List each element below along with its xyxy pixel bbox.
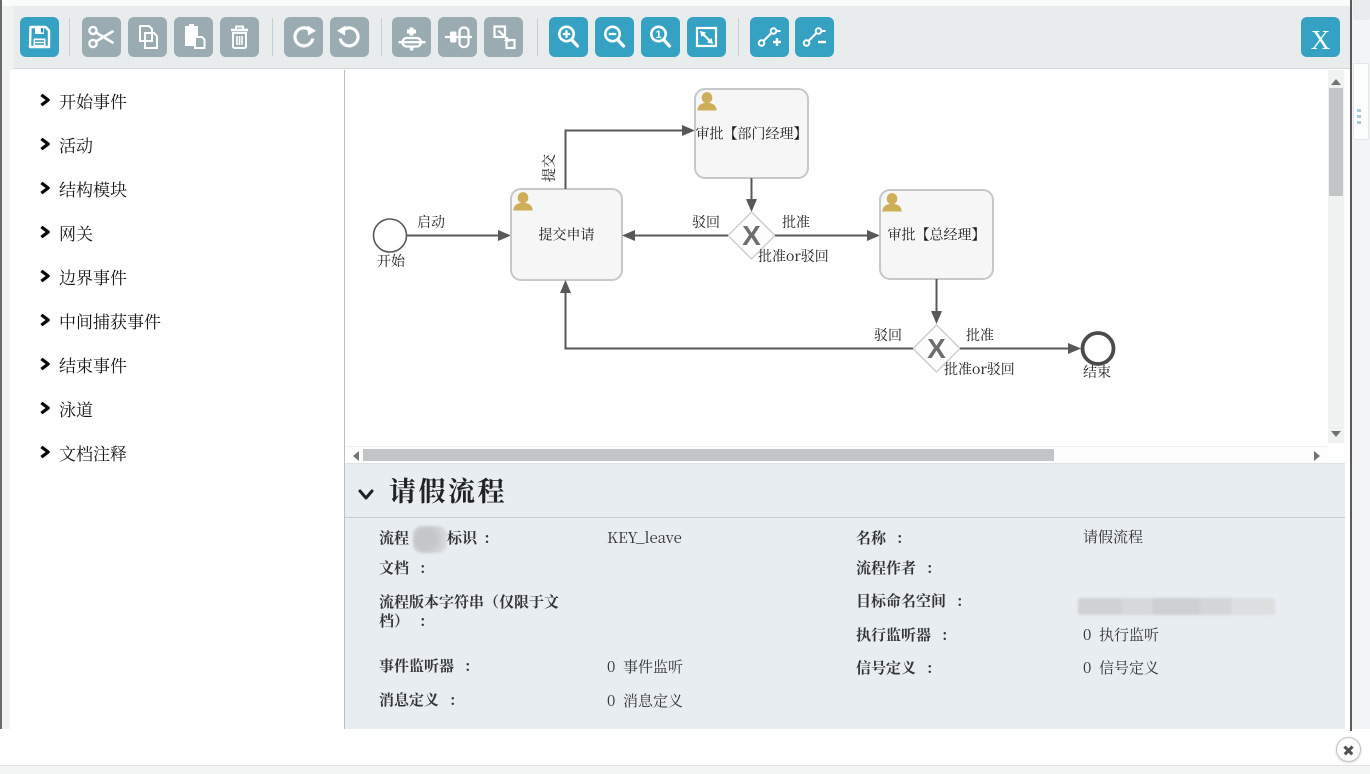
svg-text:提交申请: 提交申请 xyxy=(539,225,595,245)
svg-text:X: X xyxy=(742,220,761,251)
svg-text:开始: 开始 xyxy=(377,251,406,271)
svg-text:1: 1 xyxy=(655,29,661,41)
svg-text:X: X xyxy=(927,333,946,364)
svg-text:批准or驳回: 批准or驳回 xyxy=(944,359,1015,379)
svg-text:驳回: 驳回 xyxy=(692,212,720,232)
svg-text:审批【部门经理】: 审批【部门经理】 xyxy=(696,124,808,144)
svg-text:审批【总经理】: 审批【总经理】 xyxy=(888,225,986,245)
svg-text:批准or驳回: 批准or驳回 xyxy=(758,246,829,266)
svg-text:批准: 批准 xyxy=(782,212,810,232)
svg-text:启动: 启动 xyxy=(417,212,445,232)
svg-text:结束: 结束 xyxy=(1083,362,1111,382)
svg-text:驳回: 驳回 xyxy=(874,325,902,345)
svg-text:提交: 提交 xyxy=(539,154,559,182)
svg-text:批准: 批准 xyxy=(966,325,994,345)
